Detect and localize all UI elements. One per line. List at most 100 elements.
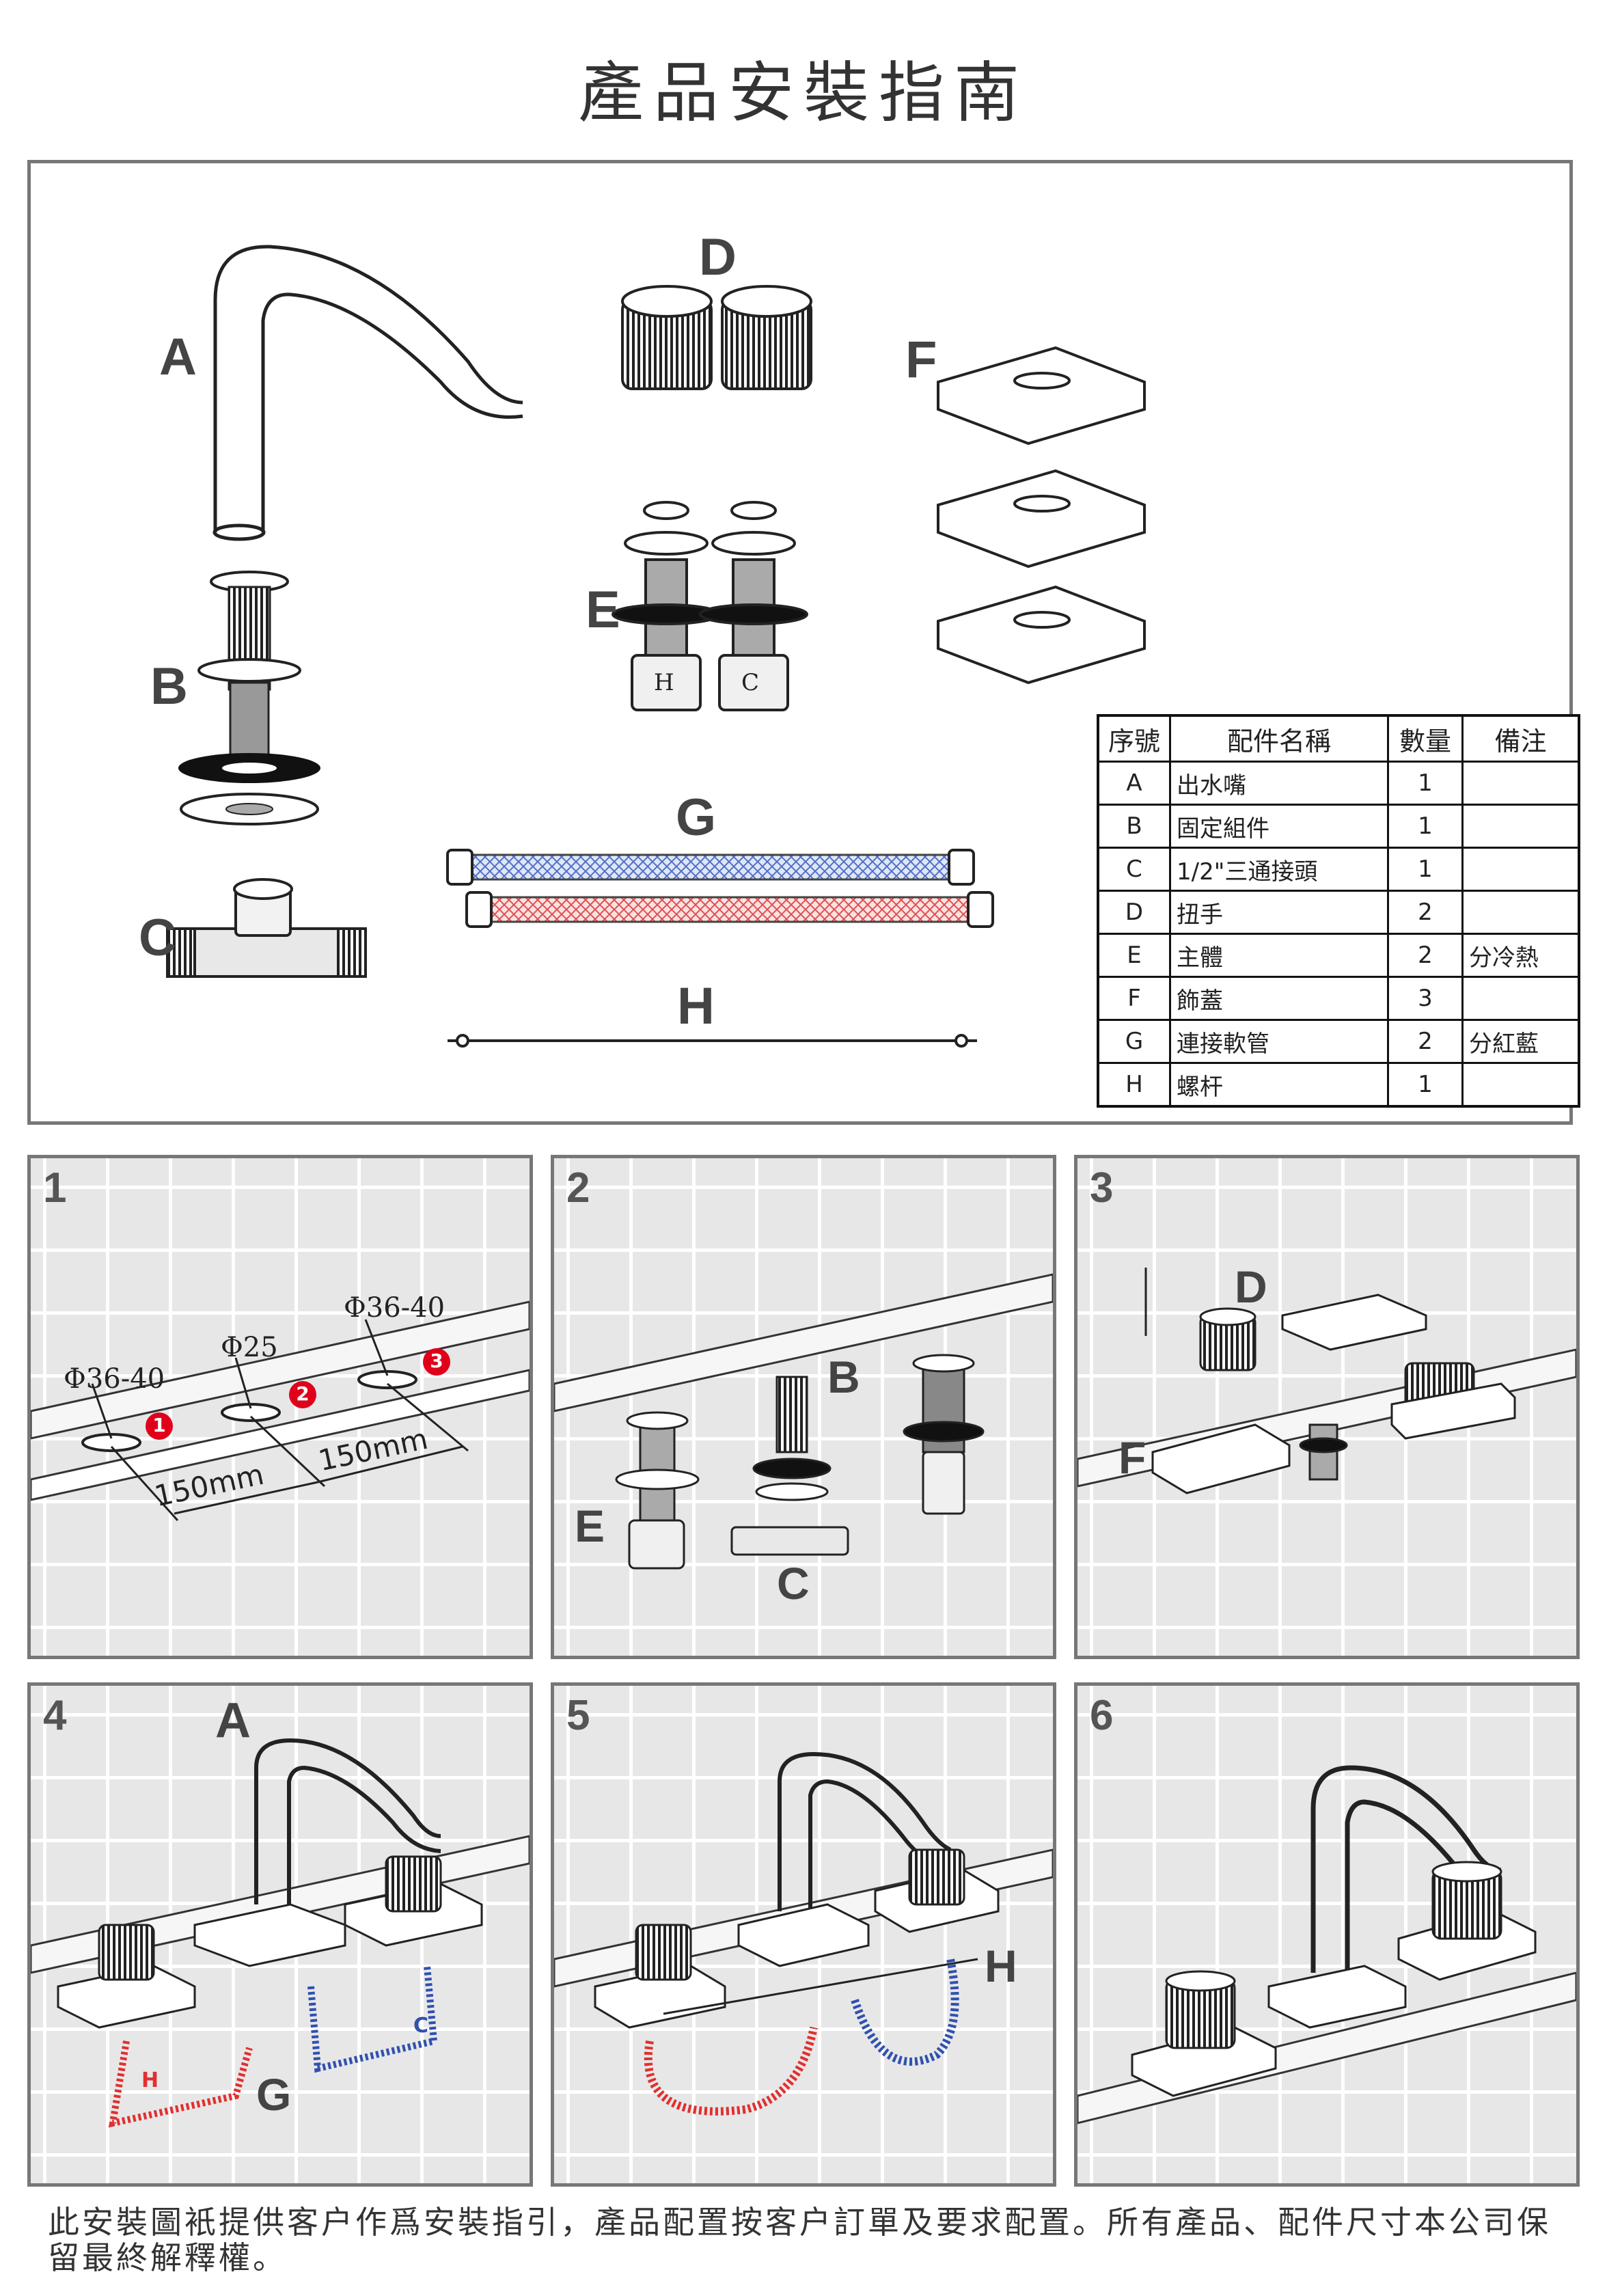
- cell-note: [1461, 804, 1580, 849]
- cell-name: 連接軟管: [1169, 1019, 1389, 1064]
- handles-d: [621, 285, 812, 390]
- step-3-illustration: [1077, 1268, 1576, 1494]
- step-4-label-a: A: [215, 1693, 251, 1748]
- part-label-h: H: [677, 977, 715, 1035]
- cell-seq: G: [1097, 1019, 1171, 1064]
- table-header: 備注: [1461, 714, 1580, 763]
- table-header-row: 序號 配件名稱 數量 備注: [1097, 714, 1580, 763]
- cell-seq: F: [1097, 976, 1171, 1021]
- cell-qty: 2: [1387, 890, 1464, 935]
- cell-seq: E: [1097, 933, 1171, 978]
- cell-name: 飾蓋: [1169, 976, 1389, 1021]
- cell-qty: 3: [1387, 976, 1464, 1021]
- cell-note: [1461, 847, 1580, 892]
- hole-2-marker: 2: [296, 1382, 310, 1405]
- tee-connector-c: [166, 878, 367, 978]
- hole-2-diameter: Φ25: [221, 1332, 278, 1363]
- part-label-d: D: [699, 228, 737, 286]
- part-label-b: B: [150, 657, 188, 715]
- step-3-label-f: F: [1118, 1432, 1146, 1483]
- hole-3-diameter: Φ36-40: [344, 1292, 445, 1324]
- cell-seq: C: [1097, 847, 1171, 892]
- step-1-number: 1: [43, 1164, 67, 1212]
- cell-seq: H: [1097, 1062, 1171, 1108]
- step-2-label-c: C: [777, 1558, 810, 1609]
- hoses-g: [446, 849, 994, 928]
- cell-qty: 1: [1387, 761, 1464, 806]
- rod-h: [448, 1034, 977, 1048]
- cell-seq: B: [1097, 804, 1171, 849]
- step-4-panel: 4 A G H C: [27, 1682, 533, 2187]
- table-header: 序號: [1097, 714, 1171, 763]
- step-3-label-d: D: [1235, 1261, 1267, 1312]
- cell-name: 固定組件: [1169, 804, 1389, 849]
- step-5-number: 5: [566, 1692, 590, 1739]
- cell-note: 分紅藍: [1461, 1019, 1580, 1064]
- cell-seq: A: [1097, 761, 1171, 806]
- part-label-a: A: [159, 328, 197, 386]
- valve-hot-mark: H: [654, 669, 674, 696]
- step-4-number: 4: [43, 1692, 67, 1739]
- fixing-kit-b: [178, 571, 320, 825]
- page-title: 產品安裝指南: [578, 55, 1029, 131]
- part-label-c: C: [139, 909, 176, 967]
- cell-qty: 1: [1387, 804, 1464, 849]
- cell-note: [1461, 890, 1580, 935]
- cell-qty: 1: [1387, 1062, 1464, 1108]
- step-3-number: 3: [1090, 1164, 1114, 1212]
- step-5-illustration: [554, 1751, 1053, 2116]
- cover-plates-f: [937, 346, 1146, 685]
- cell-qty: 2: [1387, 1019, 1464, 1064]
- hole-1-diameter: Φ36-40: [64, 1363, 165, 1395]
- table-header: 配件名稱: [1169, 714, 1389, 763]
- cell-note: [1461, 976, 1580, 1021]
- step-2-label-b: B: [827, 1352, 860, 1402]
- valve-cold-mark: C: [741, 669, 760, 696]
- parts-illustration: [166, 245, 1146, 1048]
- cell-name: 1/2"三通接頭: [1169, 847, 1389, 892]
- cell-note: [1461, 761, 1580, 806]
- step-4-cold-mark: C: [413, 2014, 429, 2038]
- cell-name: 主體: [1169, 933, 1389, 978]
- step-2-panel: 2 B E C: [551, 1155, 1056, 1659]
- step-6-number: 6: [1090, 1692, 1114, 1739]
- cell-qty: 1: [1387, 847, 1464, 892]
- cell-name: 出水嘴: [1169, 761, 1389, 806]
- cell-name: 扭手: [1169, 890, 1389, 935]
- cell-note: 分冷熱: [1461, 933, 1580, 978]
- cell-note: [1461, 1062, 1580, 1108]
- table-header: 數量: [1387, 714, 1464, 763]
- step-4-hot-mark: H: [141, 2068, 159, 2092]
- part-label-g: G: [676, 789, 717, 847]
- step-4-illustration: [31, 1738, 530, 2128]
- spout-a: [212, 245, 523, 541]
- part-label-f: F: [905, 331, 937, 389]
- hole-3-marker: 3: [430, 1350, 443, 1372]
- step-5-label-h: H: [985, 1941, 1017, 1991]
- step-1-illustration: [31, 1300, 530, 1522]
- step-6-illustration: [1077, 1765, 1576, 2124]
- step-2-label-e: E: [575, 1501, 605, 1551]
- step-5-panel: 5 H: [551, 1682, 1056, 2187]
- footer-disclaimer: 此安裝圖衹提供客户作爲安裝指引，產品配置按客户訂單及要求配置。所有產品、配件尺寸…: [48, 2204, 1551, 2276]
- valve-bodies-e: [612, 501, 808, 711]
- step-6-panel: 6: [1074, 1682, 1580, 2187]
- cell-seq: D: [1097, 890, 1171, 935]
- part-label-e: E: [586, 581, 620, 639]
- step-2-number: 2: [566, 1164, 590, 1212]
- step-1-panel: 1 Φ36-40 Φ25 Φ36-40 150mm 150mm 1 2 3: [27, 1155, 533, 1659]
- step-3-panel: 3 D F: [1074, 1155, 1580, 1659]
- cell-qty: 2: [1387, 933, 1464, 978]
- step-2-illustration: [554, 1273, 1053, 1570]
- cell-name: 螺杆: [1169, 1062, 1389, 1108]
